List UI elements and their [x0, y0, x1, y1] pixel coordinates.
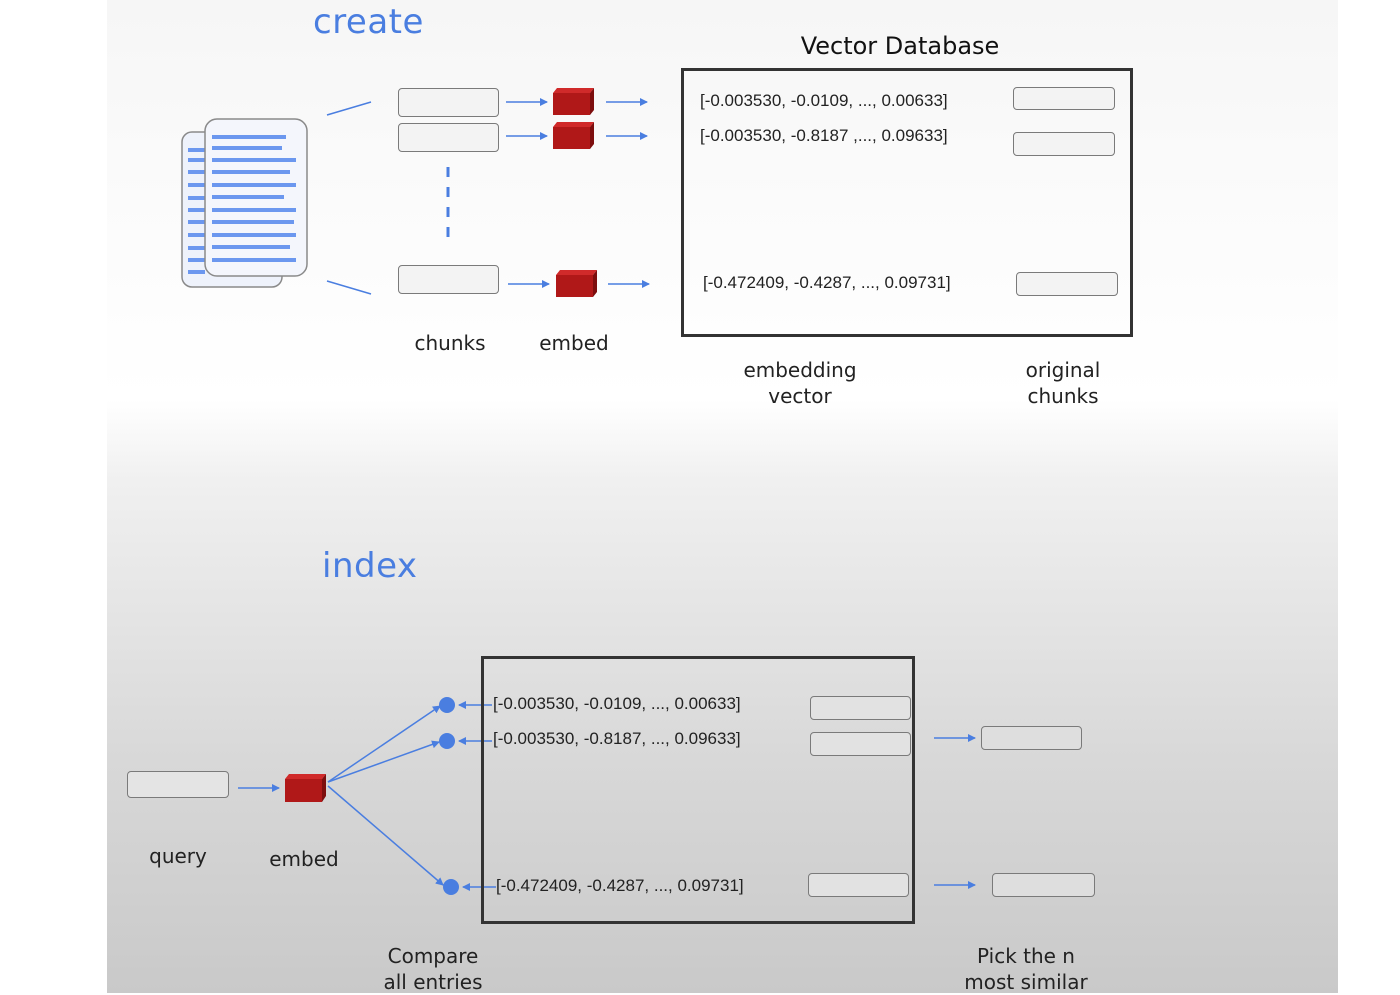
index-chunk-2 — [810, 732, 911, 756]
original-chunks-label-line-2: chunks — [1027, 384, 1099, 408]
db-chunk-n — [1016, 272, 1118, 296]
db-vector-2: [-0.003530, -0.8187 ,..., 0.09633] — [700, 126, 948, 145]
embedding-vector-label: embedding vector — [715, 357, 885, 409]
index-vector-2: [-0.003530, -0.8187, ..., 0.09633] — [493, 729, 741, 748]
index-title: index — [322, 546, 418, 586]
original-chunks-label-line-1: original — [1025, 358, 1101, 382]
compare-all-entries-label: Compare all entries — [363, 943, 503, 995]
pick-label-line-1: Pick the n — [977, 944, 1075, 968]
db-chunk-1 — [1013, 87, 1115, 110]
query-chunk — [127, 771, 229, 798]
query-label: query — [149, 844, 207, 868]
compare-label-line-1: Compare — [387, 944, 479, 968]
db-vector-n: [-0.472409, -0.4287, ..., 0.09731] — [703, 273, 951, 292]
result-chunk-1 — [981, 726, 1082, 750]
chunk-2 — [398, 123, 499, 152]
index-embed-label: embed — [269, 847, 339, 871]
index-chunk-n — [808, 873, 909, 897]
embed-cube-3 — [556, 270, 597, 297]
query-embed-cube — [285, 774, 326, 802]
embedding-vector-label-line-1: embedding — [743, 358, 857, 382]
vector-database-title: Vector Database — [800, 32, 1000, 60]
create-title: create — [313, 2, 424, 42]
vector-database-box — [681, 68, 1133, 337]
index-vector-n: [-0.472409, -0.4287, ..., 0.09731] — [496, 876, 744, 895]
pick-label-line-2: most similar — [964, 970, 1088, 994]
chunks-label: chunks — [414, 331, 486, 355]
embed-label: embed — [539, 331, 609, 355]
embed-cube-2 — [553, 122, 594, 149]
embedding-vector-label-line-2: vector — [768, 384, 832, 408]
db-chunk-2 — [1013, 132, 1115, 156]
compare-label-line-2: all entries — [383, 970, 483, 994]
index-chunk-1 — [810, 696, 911, 720]
embed-cube-1 — [553, 88, 594, 115]
compare-dot-1 — [439, 697, 455, 713]
compare-dot-2 — [439, 733, 455, 749]
original-chunks-label: original chunks — [990, 357, 1136, 409]
pick-most-similar-label: Pick the n most similar — [950, 943, 1102, 995]
chunk-n — [398, 265, 499, 294]
index-vector-1: [-0.003530, -0.0109, ..., 0.00633] — [493, 694, 741, 713]
result-chunk-2 — [992, 873, 1095, 897]
compare-dot-3 — [443, 879, 459, 895]
db-vector-1: [-0.003530, -0.0109, ..., 0.00633] — [700, 91, 948, 110]
document-icon — [181, 118, 308, 288]
chunk-1 — [398, 88, 499, 117]
index-database-box — [481, 656, 915, 924]
